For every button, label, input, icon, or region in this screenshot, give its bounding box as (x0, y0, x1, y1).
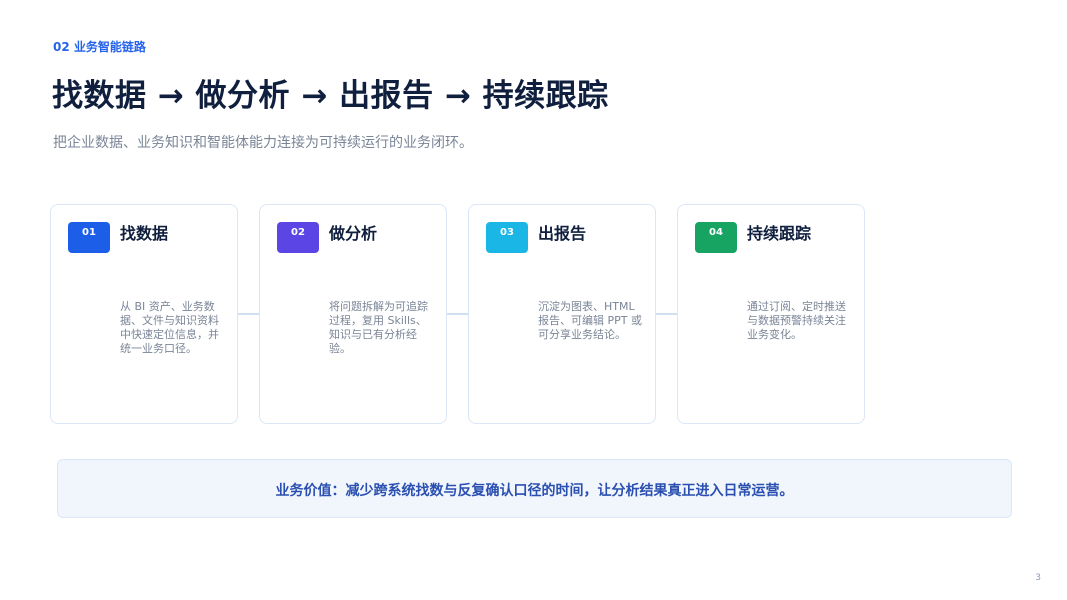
section-label: 02 业务智能链路 (53, 40, 146, 54)
step-card-track: 04 持续跟踪 通过订阅、定时推送与数据预警持续关注业务变化。 (677, 204, 865, 424)
connector-line (447, 313, 468, 315)
page-subtitle: 把企业数据、业务知识和智能体能力连接为可持续运行的业务闭环。 (53, 135, 473, 151)
page-number: 3 (1035, 573, 1041, 583)
step-title: 持续跟踪 (747, 224, 812, 243)
business-value-banner: 业务价值：减少跨系统找数与反复确认口径的时间，让分析结果真正进入日常运营。 (57, 459, 1012, 518)
step-number-badge: 03 (486, 222, 528, 253)
step-title: 做分析 (329, 224, 378, 243)
step-card-analyze: 02 做分析 将问题拆解为可追踪过程，复用 Skills、知识与已有分析经验。 (259, 204, 447, 424)
step-title: 出报告 (538, 224, 587, 243)
step-card-report: 03 出报告 沉淀为图表、HTML 报告、可编辑 PPT 或可分享业务结论。 (468, 204, 656, 424)
page-title: 找数据 → 做分析 → 出报告 → 持续跟踪 (52, 78, 609, 114)
step-number-badge: 04 (695, 222, 737, 253)
step-description: 通过订阅、定时推送与数据预警持续关注业务变化。 (747, 300, 846, 341)
step-description: 沉淀为图表、HTML 报告、可编辑 PPT 或可分享业务结论。 (538, 300, 642, 341)
step-number-badge: 01 (68, 222, 110, 253)
step-description: 将问题拆解为可追踪过程，复用 Skills、知识与已有分析经验。 (329, 300, 428, 355)
step-card-find-data: 01 找数据 从 BI 资产、业务数据、文件与知识资料中快速定位信息，并统一业务… (50, 204, 238, 424)
step-title: 找数据 (120, 224, 169, 243)
business-value-text: 业务价值：减少跨系统找数与反复确认口径的时间，让分析结果真正进入日常运营。 (275, 483, 794, 499)
step-description: 从 BI 资产、业务数据、文件与知识资料中快速定位信息，并统一业务口径。 (120, 300, 219, 355)
connector-line (238, 313, 259, 315)
step-number-badge: 02 (277, 222, 319, 253)
connector-line (656, 313, 677, 315)
